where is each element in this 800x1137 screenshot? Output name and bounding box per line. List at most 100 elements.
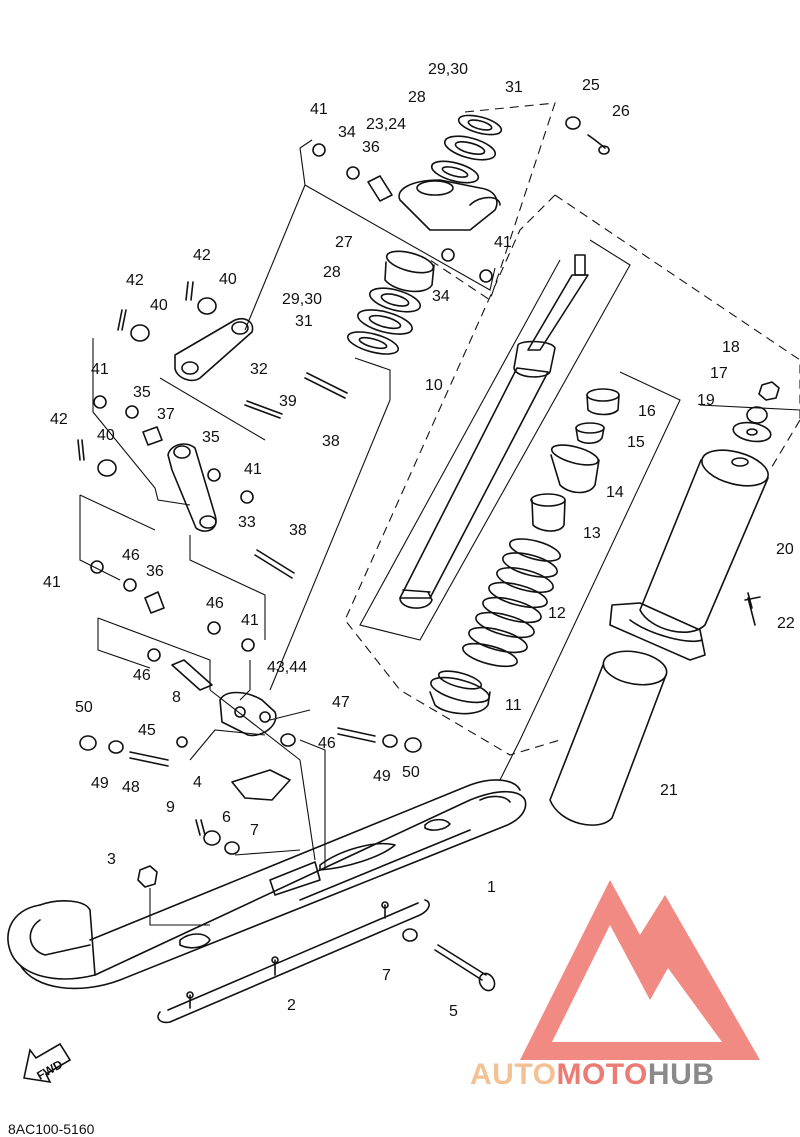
label-6: 6 xyxy=(222,809,231,826)
label-3: 3 xyxy=(107,851,116,868)
label-41-b: 41 xyxy=(244,461,262,478)
washer-part-19 xyxy=(732,421,772,443)
label-47: 47 xyxy=(332,694,350,711)
label-31-top: 31 xyxy=(505,79,523,96)
runner-part-2 xyxy=(157,899,430,1024)
label-5: 5 xyxy=(449,1003,458,1020)
cotter-pin-part-42-c xyxy=(77,439,85,461)
label-40-c: 40 xyxy=(97,427,115,444)
label-28-top: 28 xyxy=(408,89,426,106)
spindle-part-10 xyxy=(399,254,589,609)
label-7-b: 7 xyxy=(382,967,391,984)
assembly-brackets xyxy=(79,139,800,926)
label-1: 1 xyxy=(487,879,496,896)
collar-part-46-a xyxy=(123,578,137,592)
arm-part-33 xyxy=(167,443,217,532)
fitting-part-26 xyxy=(587,134,610,155)
label-41-d: 41 xyxy=(241,612,259,629)
nut-part-40-b xyxy=(197,297,217,315)
label-42-b: 42 xyxy=(193,247,211,264)
label-43-44: 43,44 xyxy=(267,659,308,676)
watermark-part-moto: MOTO xyxy=(556,1058,648,1091)
stopper-part-14 xyxy=(550,444,600,494)
automotohub-logo-icon xyxy=(520,880,760,1060)
label-33: 33 xyxy=(238,514,256,531)
collar-part-15 xyxy=(575,422,605,444)
collar-part-41-top xyxy=(312,143,326,157)
label-42-c: 42 xyxy=(50,411,68,428)
label-46-d: 46 xyxy=(318,735,336,752)
bolt-part-48 xyxy=(129,751,169,767)
clip-part-9 xyxy=(195,819,206,836)
label-4: 4 xyxy=(193,774,202,791)
label-23-24: 23,24 xyxy=(366,116,407,133)
label-41-c: 41 xyxy=(43,574,61,591)
label-14: 14 xyxy=(606,484,624,501)
spindle-cover-part-20 xyxy=(609,449,769,661)
label-46-b: 46 xyxy=(206,595,224,612)
nut-part-40-c xyxy=(97,459,117,477)
label-20: 20 xyxy=(776,541,794,558)
washer-part-29-30-mid xyxy=(357,309,413,335)
label-49-a: 49 xyxy=(91,775,109,792)
label-41-left: 41 xyxy=(91,361,109,378)
watermark-part-auto: AUTO xyxy=(470,1058,557,1091)
label-27: 27 xyxy=(335,234,353,251)
washer-part-49-b xyxy=(382,734,398,748)
label-40-b: 40 xyxy=(150,297,168,314)
pin-part-36-b xyxy=(144,591,165,614)
label-41-mid: 41 xyxy=(494,234,512,251)
label-50-b: 50 xyxy=(402,764,420,781)
label-29-30-top: 29,30 xyxy=(428,61,469,78)
bump-stop-part-13 xyxy=(530,493,566,532)
fwd-arrow-icon xyxy=(23,1042,72,1084)
label-12: 12 xyxy=(548,605,566,622)
label-34-top: 34 xyxy=(338,124,356,141)
label-46-c: 46 xyxy=(133,667,151,684)
cotter-pin-part-42-b xyxy=(185,281,194,301)
bolt-part-38-b xyxy=(254,549,295,579)
label-7-a: 7 xyxy=(250,822,259,839)
label-17: 17 xyxy=(710,365,728,382)
nut-part-18 xyxy=(758,381,780,401)
bracket-part-43-44 xyxy=(219,691,277,737)
nut-part-45 xyxy=(176,736,188,748)
bolt-part-5 xyxy=(434,944,496,992)
washer-part-7-b xyxy=(402,928,418,942)
ski-part-1 xyxy=(7,779,527,990)
collar-part-41-left xyxy=(93,395,107,409)
label-36-b: 36 xyxy=(146,563,164,580)
label-26: 26 xyxy=(612,103,630,120)
label-22: 22 xyxy=(777,615,795,632)
nut-part-40-a xyxy=(130,324,150,342)
bracket-part-23-24 xyxy=(398,179,501,231)
nut-part-6 xyxy=(203,830,221,846)
spring-part-12 xyxy=(462,538,562,668)
label-32: 32 xyxy=(250,361,268,378)
bolt-part-38-a xyxy=(304,372,348,399)
label-25: 25 xyxy=(582,77,600,94)
label-9: 9 xyxy=(166,799,175,816)
label-28-mid: 28 xyxy=(323,264,341,281)
label-50-a: 50 xyxy=(75,699,93,716)
label-29-30-mid: 29,30 xyxy=(282,291,323,308)
pin-part-36-top xyxy=(367,175,393,202)
watermark-text: AUTOMOTOHUB xyxy=(470,1058,714,1092)
assembly-outlines xyxy=(344,102,800,756)
bushing-part-16 xyxy=(586,388,620,416)
washer-part-7-a xyxy=(224,841,240,855)
cotter-pin-part-42-a xyxy=(117,309,127,331)
spring-seat-part-11 xyxy=(429,670,491,715)
label-48: 48 xyxy=(122,779,140,796)
diagram-code: 8AC100-5160 xyxy=(8,1121,95,1137)
washer-part-31-mid xyxy=(346,331,400,355)
bolt-part-39 xyxy=(244,400,283,419)
link-part-32 xyxy=(174,317,254,382)
label-40-a: 40 xyxy=(219,271,237,288)
label-16: 16 xyxy=(638,403,656,420)
label-36-top: 36 xyxy=(362,139,380,156)
collar-part-35-b xyxy=(207,468,221,482)
nut-part-50-a xyxy=(79,735,97,751)
bolt-part-47 xyxy=(337,727,376,743)
pin-part-37 xyxy=(142,426,163,446)
